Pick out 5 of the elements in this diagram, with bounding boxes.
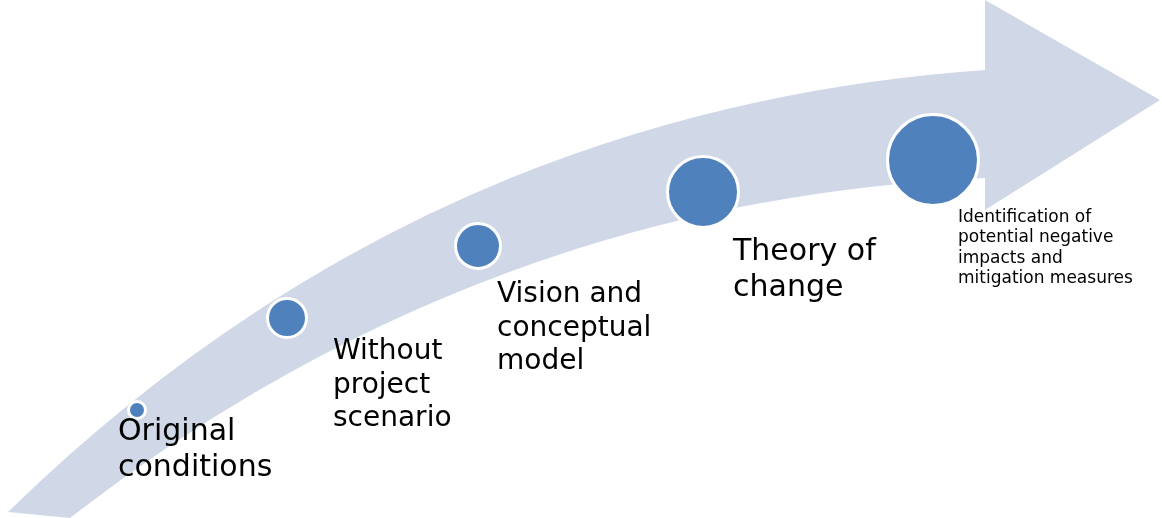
stage-label: Identification of potential negative impacts and mitigation measures — [958, 206, 1134, 288]
stage-label: Without project scenario — [333, 333, 453, 434]
stage-label: Theory of change — [733, 232, 878, 304]
stage-label: Original conditions — [118, 412, 274, 484]
stage-label: Vision and conceptual model — [497, 276, 653, 377]
